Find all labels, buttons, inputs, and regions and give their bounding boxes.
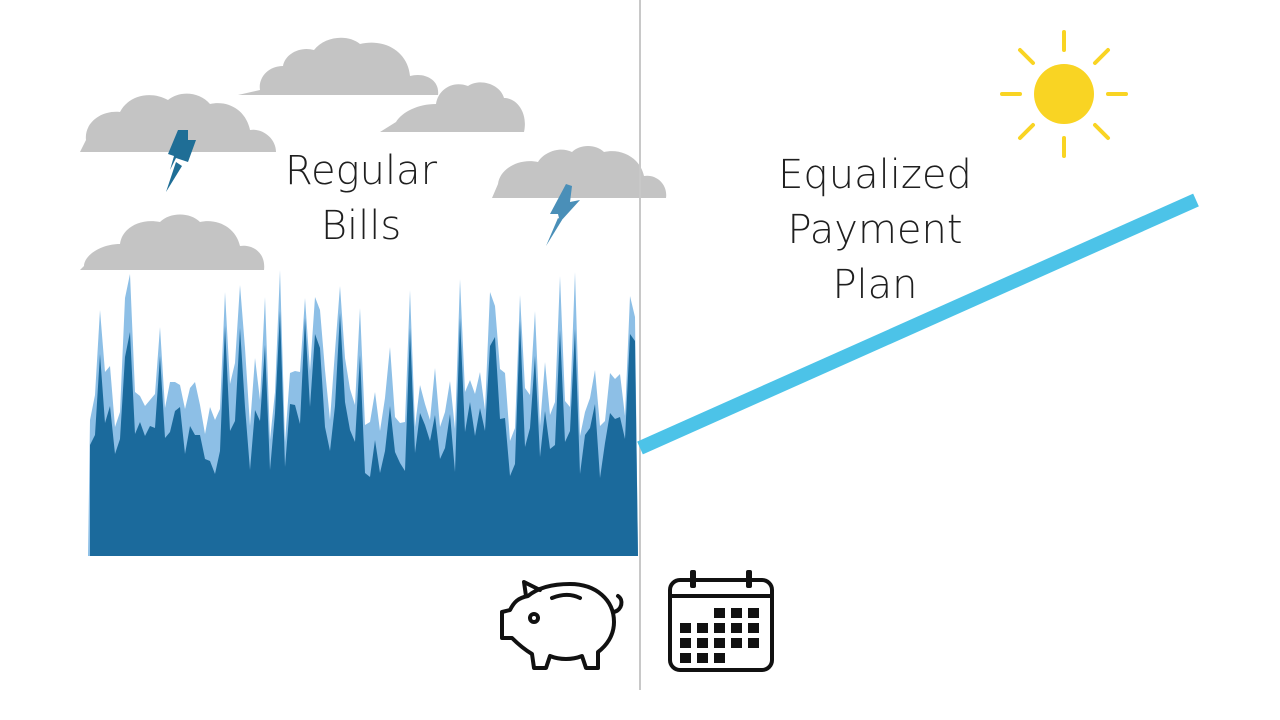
sun-icon [1000,30,1128,158]
equalized-plan-line2: Payment [787,207,963,253]
calendar-day-cell [697,623,708,633]
calendar-day-cell [714,653,725,663]
equalized-plan-line1: Equalized [778,152,972,198]
equalized-plan-label: Equalized Payment Plan [760,148,990,313]
regular-bills-label: Regular Bills [266,144,456,254]
calendar-day-cell [714,638,725,648]
calendar-icon [668,570,774,672]
cloud-icon [380,82,525,132]
bills-chart-dark-layer [90,311,638,556]
calendar-day-cell [731,623,742,633]
cloud-icon [80,214,265,270]
calendar-day-cell [731,608,742,618]
calendar-day-cell [714,623,725,633]
cloud-icon [492,146,667,198]
piggy-bank-icon [500,580,624,670]
calendar-day-cell [748,638,759,648]
calendar-day-cell [680,653,691,663]
calendar-day-cell [697,638,708,648]
regular-bills-line1: Regular [284,148,438,194]
calendar-day-cell [697,653,708,663]
calendar-day-cell [680,623,691,633]
calendar-day-cell [748,623,759,633]
calendar-day-cell [748,608,759,618]
equalized-plan-line3: Plan [832,262,918,308]
equalized-payment-line [637,193,1199,455]
calendar-day-cell [731,638,742,648]
cloud-icon [80,93,276,152]
lightning-bolt-icon [546,184,580,246]
regular-bills-line2: Bills [320,203,402,249]
calendar-day-cell [714,608,725,618]
calendar-day-cell [680,638,691,648]
lightning-bolt-icon [166,130,196,192]
cloud-icon [238,37,439,95]
